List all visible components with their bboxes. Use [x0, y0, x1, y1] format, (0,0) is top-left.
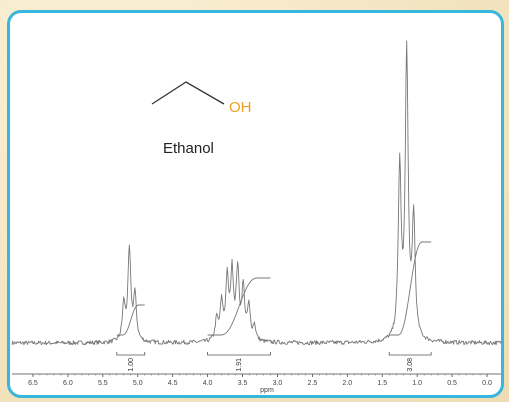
nmr-panel: OH Ethanol 1.00 1.91 3.08 6.5 6.0 5.5 5.0 4.5 4… — [7, 10, 504, 398]
integral-curve — [116, 304, 145, 336]
hydroxyl-label: OH — [229, 99, 252, 116]
nmr-spectrum-chart: OH Ethanol 1.00 1.91 3.08 6.5 6.0 5.5 5.0 4.5 4… — [11, 40, 501, 394]
ethanol-bond-lines — [151, 81, 225, 105]
x-tick-label: 2.0 — [342, 380, 352, 387]
integral-curve — [207, 277, 271, 336]
x-tick-label: 1.5 — [377, 380, 387, 387]
x-tick-label: 5.5 — [98, 380, 108, 387]
integral-label: 1.00 — [128, 358, 135, 372]
integral-group: 1.00 1.91 3.08 — [116, 241, 432, 372]
x-tick-label: 6.5 — [28, 380, 38, 387]
x-tick-label: 0.0 — [482, 380, 492, 387]
spectrum-trace — [11, 40, 501, 346]
x-tick-label: 0.5 — [447, 380, 457, 387]
molecule-name: Ethanol — [163, 140, 214, 157]
x-tick-label: 1.0 — [412, 380, 422, 387]
x-tick-label: 4.5 — [168, 380, 178, 387]
integral-label: 3.08 — [407, 358, 414, 372]
x-tick-label: 3.0 — [273, 380, 283, 387]
integral-bracket — [207, 352, 271, 356]
integral-bracket — [116, 352, 146, 356]
x-axis-ticks: 6.5 6.0 5.5 5.0 4.5 4.0 3.5 3.0 2.5 2.0 1.5 1.0 0.5 0… — [28, 374, 492, 387]
x-tick-label: 6.0 — [63, 380, 73, 387]
x-tick-label: 4.0 — [203, 380, 213, 387]
integral-curve — [389, 241, 432, 336]
integral-bracket — [388, 352, 432, 356]
integral-label: 1.91 — [236, 358, 243, 372]
x-tick-label: 3.5 — [238, 380, 248, 387]
x-tick-label: 2.5 — [308, 380, 318, 387]
x-tick-label: 5.0 — [133, 380, 143, 387]
x-axis-label: ppm — [260, 387, 274, 394]
